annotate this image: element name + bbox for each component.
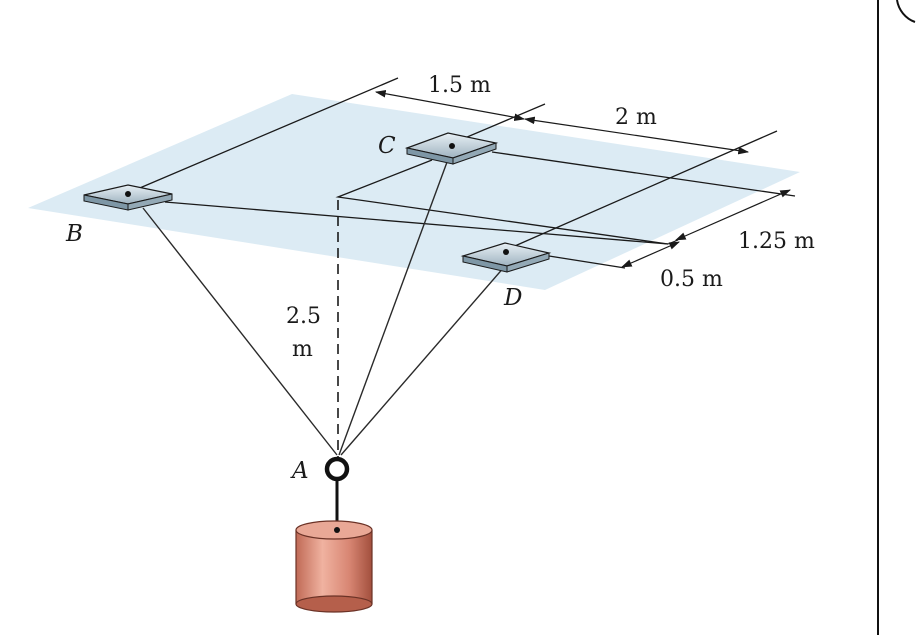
dim-label-2m: 2 m: [615, 105, 657, 130]
dim-label-height-unit: m: [292, 337, 313, 362]
frame-corner-arc: [896, 0, 916, 23]
cable-ab: [142, 207, 338, 456]
anchor-d-dot: [503, 249, 509, 255]
label-point-a: A: [290, 458, 309, 484]
dim-extension-d: [548, 255, 626, 269]
anchor-b-dot: [125, 191, 131, 197]
cable-ac: [338, 153, 451, 456]
label-point-b: B: [65, 221, 83, 247]
line-c-to-right: [491, 151, 796, 197]
dim-0-5m-arrow: [621, 241, 680, 268]
dim-label-0-5m: 0.5 m: [660, 267, 723, 292]
line-b-back: [127, 77, 399, 194]
dim-1-25m-arrow: [675, 189, 791, 241]
dim-label-1-25m: 1.25 m: [738, 229, 815, 254]
ring-a: [324, 456, 350, 482]
dim-label-1-5m: 1.5 m: [428, 73, 491, 98]
plate-b: [83, 184, 173, 211]
dim-1-5m-arrow: [374, 90, 526, 121]
label-point-c: C: [378, 133, 396, 159]
cable-ad: [340, 257, 513, 456]
dim-label-height-value: 2.5: [286, 304, 321, 329]
label-point-d: D: [503, 285, 522, 311]
plate-d: [460, 242, 552, 273]
dim-2m-arrow: [523, 116, 750, 155]
cylinder-weight: [295, 520, 373, 613]
line-projection-corner: [335, 159, 669, 245]
line-c-back: [452, 103, 546, 144]
plate-c: [404, 132, 499, 165]
line-b-to-right: [164, 201, 669, 245]
anchor-c-dot: [449, 143, 455, 149]
